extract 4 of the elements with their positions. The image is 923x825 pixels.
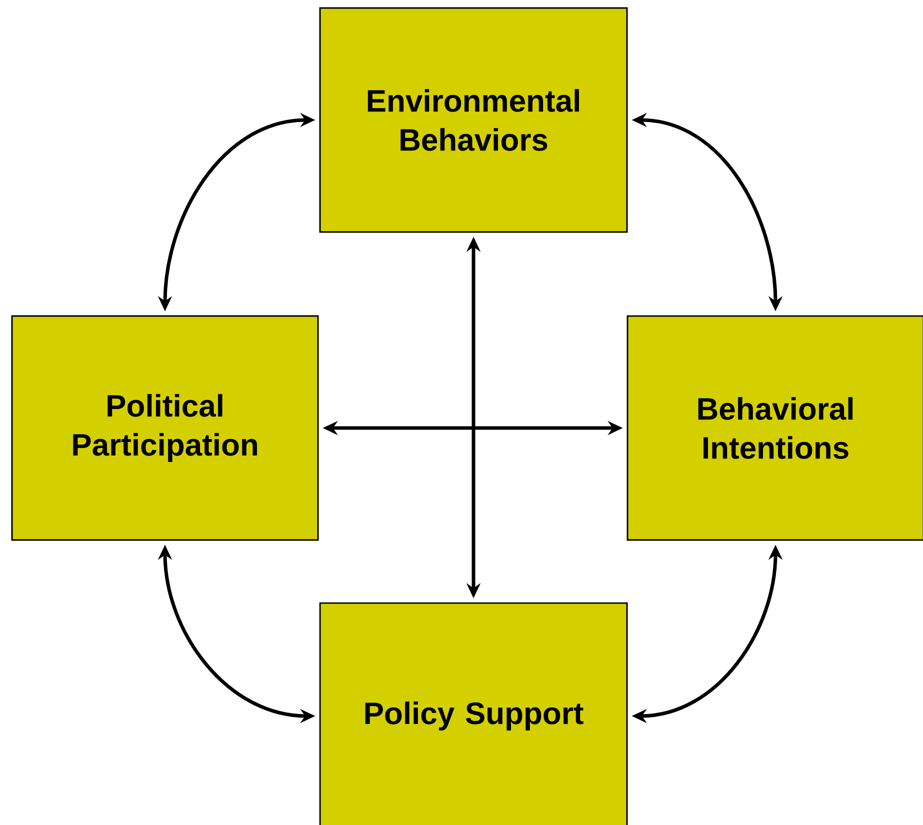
process-box: Political Participation [11, 315, 319, 541]
process-box: Environmental Behaviors [319, 7, 628, 233]
process-box: Behavioral Intentions [626, 315, 923, 541]
process-box: Policy Support [319, 602, 628, 825]
